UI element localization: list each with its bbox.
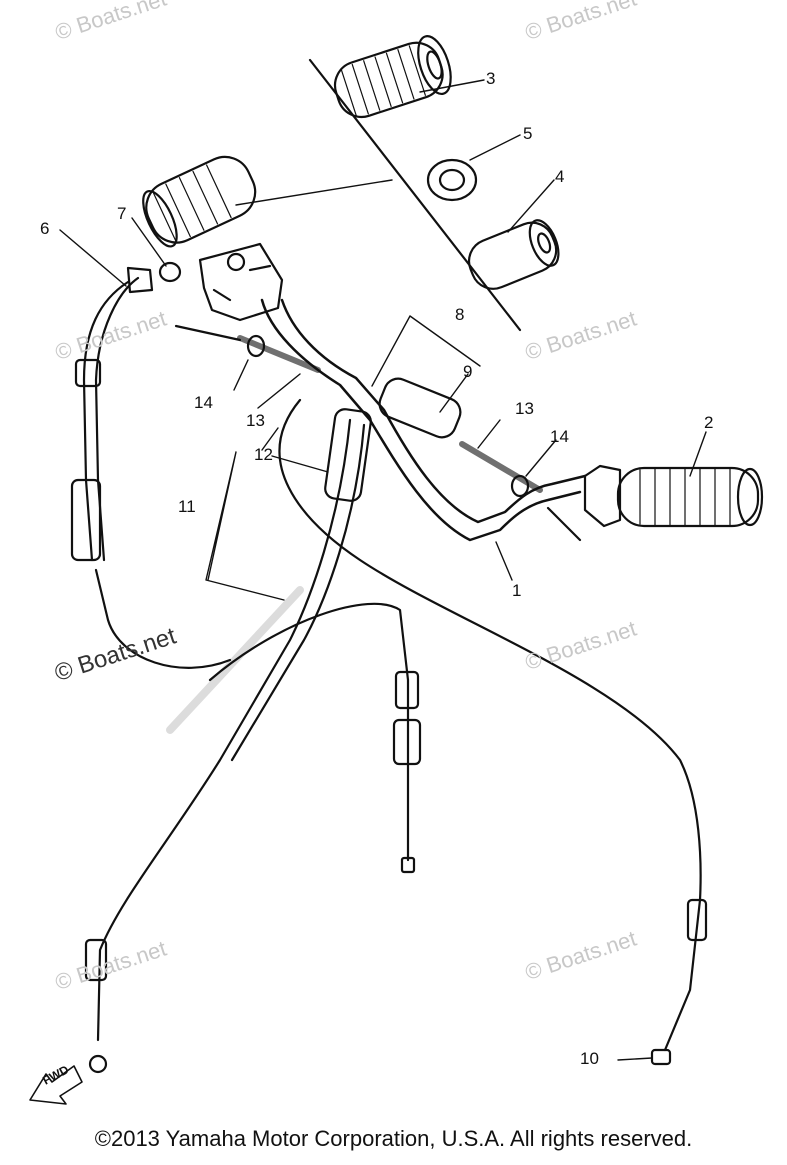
washer-5 <box>426 158 478 202</box>
long-cable <box>278 398 702 1052</box>
callout-7: 7 <box>117 204 127 223</box>
callout-10: 10 <box>580 1049 599 1068</box>
center-cable <box>208 602 410 862</box>
right-grip-2 <box>583 464 764 528</box>
callout-14-right: 14 <box>550 427 569 446</box>
callout-9: 9 <box>463 362 473 381</box>
leader-lines <box>59 79 707 1061</box>
callout-13-left: 13 <box>246 411 265 430</box>
cable-boot-12 <box>324 408 372 502</box>
callout-14-left: 14 <box>194 393 213 412</box>
callout-2: 2 <box>704 413 714 432</box>
callout-11: 11 <box>178 497 196 516</box>
callout-6: 6 <box>40 219 50 238</box>
callout-4: 4 <box>555 167 565 186</box>
explode-frame-line <box>308 58 522 332</box>
parts-diagram <box>29 35 764 1105</box>
left-grip-assembly <box>142 155 284 322</box>
boot-9 <box>378 377 462 439</box>
cable-end-10 <box>650 1048 672 1066</box>
clutch-cable-6 <box>82 280 232 669</box>
throttle-tube-4 <box>467 219 560 290</box>
handlebar-1 <box>260 298 582 542</box>
ring-7 <box>158 261 182 283</box>
throttle-cable-11 <box>96 418 352 1042</box>
callout-1: 1 <box>512 581 522 600</box>
grip-3 <box>333 35 452 119</box>
callout-12: 12 <box>254 445 273 464</box>
copyright-notice: ©2013 Yamaha Motor Corporation, U.S.A. A… <box>94 1126 693 1151</box>
callout-8: 8 <box>455 305 465 324</box>
callout-3: 3 <box>486 69 496 88</box>
callout-5: 5 <box>523 124 533 143</box>
fwd-arrow <box>29 1065 83 1105</box>
callout-13-right: 13 <box>515 399 534 418</box>
